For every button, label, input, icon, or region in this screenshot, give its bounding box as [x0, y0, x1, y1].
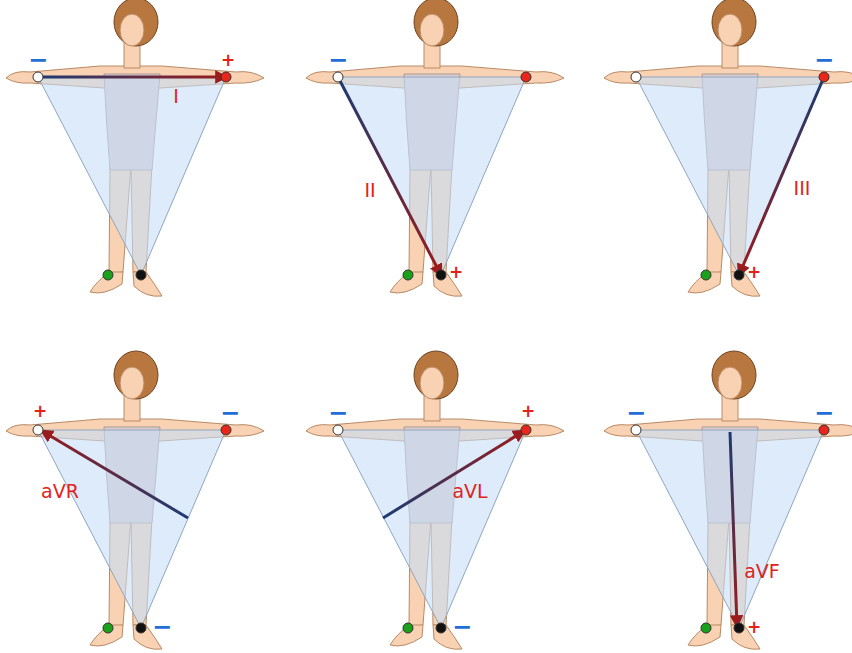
hair: [414, 351, 458, 399]
einthoven-triangle: [338, 430, 526, 628]
lead-vector: [338, 77, 441, 275]
einthoven-triangle: [338, 77, 526, 275]
negative-pole: −: [328, 401, 348, 425]
electrode: [333, 72, 343, 82]
electrode: [734, 623, 744, 633]
electrode: [819, 72, 829, 82]
electrode: [103, 623, 113, 633]
electrode: [521, 72, 531, 82]
positive-pole: +: [221, 52, 235, 69]
lead-panel: [6, 351, 264, 649]
hair: [114, 351, 158, 399]
positive-pole: +: [33, 403, 47, 420]
lead-name: II: [364, 181, 375, 200]
electrode: [33, 425, 43, 435]
positive-pole: +: [449, 264, 463, 281]
negative-pole: −: [28, 48, 48, 72]
electrode: [403, 623, 413, 633]
lead-vector: [42, 431, 188, 518]
hair: [712, 0, 756, 46]
lead-name: aVR: [41, 482, 79, 501]
positive-pole: +: [747, 619, 761, 636]
electrode: [221, 72, 231, 82]
negative-pole: −: [626, 401, 646, 425]
einthoven-triangle: [38, 77, 226, 275]
lead-vector: [383, 431, 524, 518]
electrode: [819, 425, 829, 435]
hair: [414, 0, 458, 46]
electrode: [701, 623, 711, 633]
electrode: [631, 425, 641, 435]
negative-pole: −: [220, 401, 240, 425]
positive-pole: +: [747, 264, 761, 281]
negative-pole: −: [152, 615, 172, 639]
lead-name: aVL: [452, 482, 487, 501]
electrode: [403, 270, 413, 280]
face: [420, 14, 444, 46]
face: [420, 367, 444, 399]
lead-panel: [306, 0, 564, 296]
electrode: [136, 623, 146, 633]
negative-pole: −: [452, 615, 472, 639]
hair: [712, 351, 756, 399]
electrode: [701, 270, 711, 280]
feet: [90, 272, 162, 296]
lead-vector: [730, 432, 737, 626]
electrode: [734, 270, 744, 280]
hair: [114, 0, 158, 46]
einthoven-triangle: [38, 430, 226, 628]
face: [120, 367, 144, 399]
einthoven-triangle: [636, 77, 824, 275]
lead-name: III: [794, 179, 811, 198]
lead-name: aVF: [744, 562, 780, 581]
lead-vector: [739, 77, 824, 275]
lead-vector: [38, 76, 226, 79]
feet: [390, 625, 462, 649]
face: [718, 367, 742, 399]
electrode: [103, 270, 113, 280]
feet: [90, 625, 162, 649]
electrode: [33, 72, 43, 82]
electrode: [436, 623, 446, 633]
electrode: [333, 425, 343, 435]
einthoven-triangle: [636, 430, 824, 628]
positive-pole: +: [521, 403, 535, 420]
face: [718, 14, 742, 46]
lead-name: I: [173, 87, 179, 106]
negative-pole: −: [814, 48, 834, 72]
lead-panel: [604, 351, 852, 649]
electrode: [136, 270, 146, 280]
negative-pole: −: [328, 48, 348, 72]
electrode: [221, 425, 231, 435]
lead-panel: [604, 0, 852, 296]
lead-panel: [306, 351, 564, 649]
electrode: [521, 425, 531, 435]
electrode: [436, 270, 446, 280]
lead-panel: [6, 0, 264, 296]
negative-pole: −: [814, 401, 834, 425]
face: [120, 14, 144, 46]
electrode: [631, 72, 641, 82]
